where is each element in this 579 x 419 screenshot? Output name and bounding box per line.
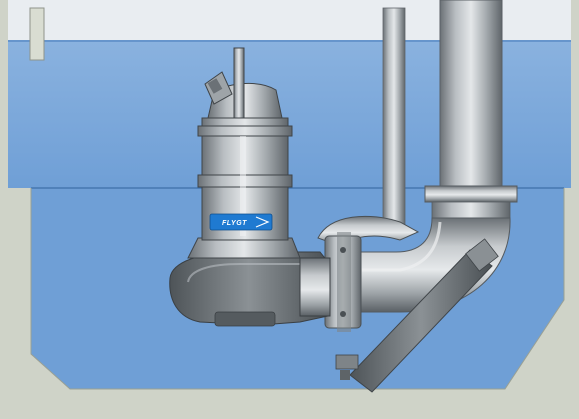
discharge-flange bbox=[424, 185, 518, 203]
brand-label: FLYGT bbox=[209, 213, 273, 231]
inlet-stub bbox=[29, 7, 45, 61]
discharge-pipe bbox=[424, 0, 518, 221]
motor-band bbox=[197, 125, 293, 137]
lifting-handle bbox=[233, 47, 245, 119]
brand-badge bbox=[209, 213, 273, 231]
brand-label-text: FLYGT bbox=[222, 220, 247, 227]
pump-volute bbox=[169, 251, 331, 327]
support-bracket bbox=[335, 238, 499, 393]
bolt bbox=[340, 311, 346, 317]
pump-coupling bbox=[317, 215, 420, 332]
guide-rail bbox=[382, 7, 406, 234]
bolt bbox=[340, 247, 346, 253]
